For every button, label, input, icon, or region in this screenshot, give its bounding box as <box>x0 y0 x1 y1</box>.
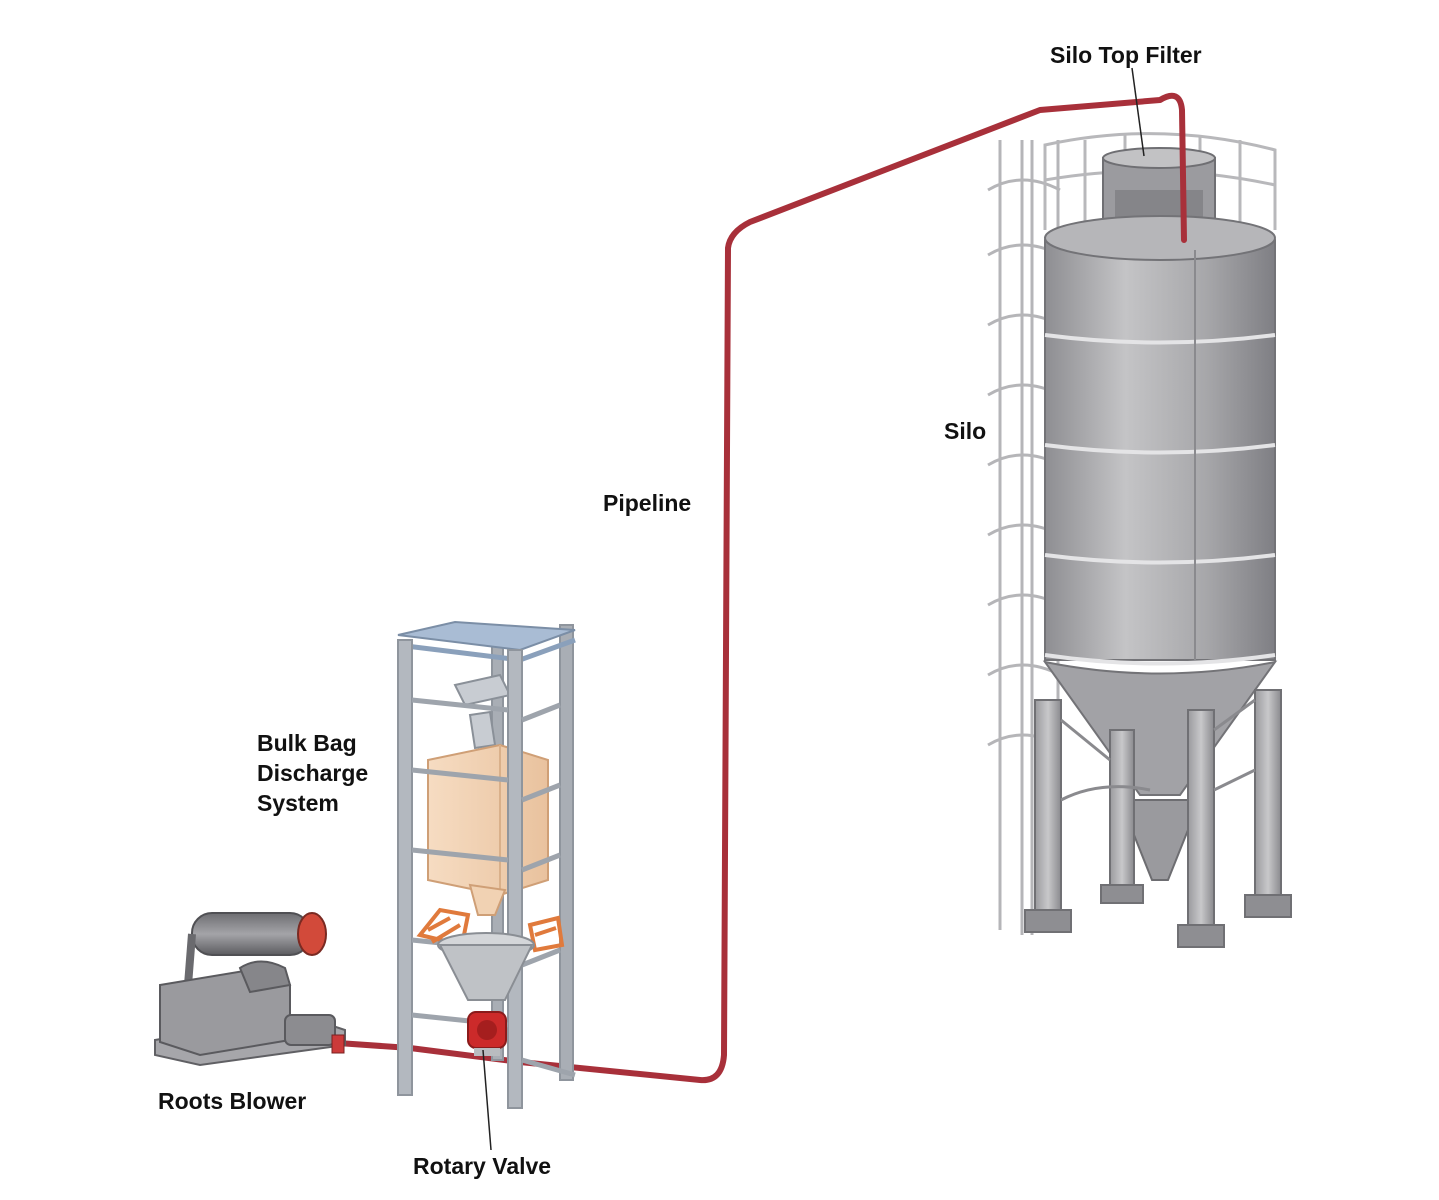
label-pipeline: Pipeline <box>603 488 691 518</box>
leader-silo-top-filter <box>1132 68 1144 156</box>
bulk-bag-discharge-system <box>398 622 575 1108</box>
silo-roof <box>1045 216 1275 260</box>
label-bulk-bag-line-3: System <box>257 788 368 818</box>
blower-silencer <box>192 913 310 955</box>
silo-body <box>1045 223 1275 661</box>
label-roots-blower: Roots Blower <box>158 1086 306 1116</box>
silo <box>988 134 1291 947</box>
bulk-bag <box>428 745 548 895</box>
label-bulk-bag-discharge-system: Bulk Bag Discharge System <box>257 728 368 818</box>
label-silo-top-filter: Silo Top Filter <box>1050 40 1202 70</box>
silo-cone <box>1045 662 1275 795</box>
label-rotary-valve: Rotary Valve <box>413 1151 551 1181</box>
roots-blower <box>155 913 345 1065</box>
label-silo: Silo <box>944 416 986 446</box>
leader-rotary-valve <box>483 1050 491 1150</box>
label-bulk-bag-line-2: Discharge <box>257 758 368 788</box>
label-bulk-bag-line-1: Bulk Bag <box>257 728 368 758</box>
